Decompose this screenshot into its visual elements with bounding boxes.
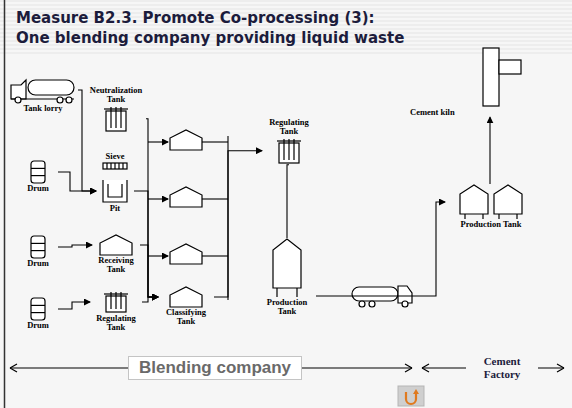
drum: Drum <box>18 235 58 268</box>
node-label: Pit <box>96 204 134 213</box>
pit-symbol <box>96 178 134 204</box>
node-label: Sieve <box>96 152 134 161</box>
node-label: Blending company <box>139 358 291 378</box>
production-tank: Production Tank <box>258 238 316 317</box>
slide-title: Measure B2.3. Promote Co-processing (3):… <box>16 8 406 48</box>
pit: Pit <box>96 178 134 213</box>
neutralization-tank: Neutralization Tank <box>86 86 146 133</box>
prod-symbol <box>258 238 316 298</box>
stir-symbol <box>90 290 142 314</box>
classifying-tanks <box>170 130 202 264</box>
node-label: Regulating Tank <box>90 314 142 333</box>
bus-arrows <box>148 136 228 300</box>
flow-arrow <box>134 191 158 297</box>
drum-symbol <box>18 297 58 321</box>
prod2-symbol <box>445 184 537 220</box>
sieve-symbol <box>96 161 134 171</box>
flow-arrow <box>287 165 289 238</box>
company-box: Blending company <box>128 356 302 380</box>
tank-lorry: Tank lorry <box>8 76 78 113</box>
flow-arrow <box>58 245 92 247</box>
drum-symbol <box>18 160 58 184</box>
flow-arrow <box>489 117 490 184</box>
receiving-tank: Receiving Tank <box>92 234 140 275</box>
stir-symbol <box>86 105 146 133</box>
regulating-tank: Regulating Tank <box>262 118 316 165</box>
classifying-tank: Classifying Tank <box>158 286 214 327</box>
flow-arrow <box>58 302 90 309</box>
flow-arrow <box>316 202 445 296</box>
sieve: Sieve <box>96 152 134 171</box>
flow-arrow <box>142 297 158 302</box>
drum-symbol <box>18 235 58 259</box>
flow-arrow <box>78 90 96 191</box>
left-rule <box>4 0 6 408</box>
flow-arrow <box>140 245 158 297</box>
return-button <box>398 386 424 406</box>
node-label: Cement kiln <box>410 108 525 117</box>
flow-arrow <box>214 151 262 297</box>
lorry-symbol <box>8 76 78 104</box>
node-label: Drum <box>18 321 58 330</box>
node-label: Drum <box>18 184 58 193</box>
node-label: Receiving Tank <box>92 256 140 275</box>
flow-arrow <box>58 172 96 191</box>
node-label: Regulating Tank <box>262 118 316 137</box>
stir-symbol <box>262 137 316 165</box>
pent-symbol <box>158 286 214 308</box>
node-label: Production Tank <box>258 298 316 317</box>
regulating-tank: Regulating Tank <box>90 290 142 333</box>
node-label: Production Tank <box>445 220 537 229</box>
cement-kiln: Cement kiln <box>410 46 525 117</box>
node-label: Tank lorry <box>8 104 78 113</box>
production-tank: Production Tank <box>445 184 537 229</box>
section-label: Cement Factory <box>466 355 538 380</box>
node-label: Drum <box>18 259 58 268</box>
drum: Drum <box>18 297 58 330</box>
drum: Drum <box>18 160 58 193</box>
kiln-symbol <box>410 46 525 108</box>
node-label: Neutralization Tank <box>86 86 146 105</box>
pent-symbol <box>92 234 140 256</box>
node-label: Classifying Tank <box>158 308 214 327</box>
